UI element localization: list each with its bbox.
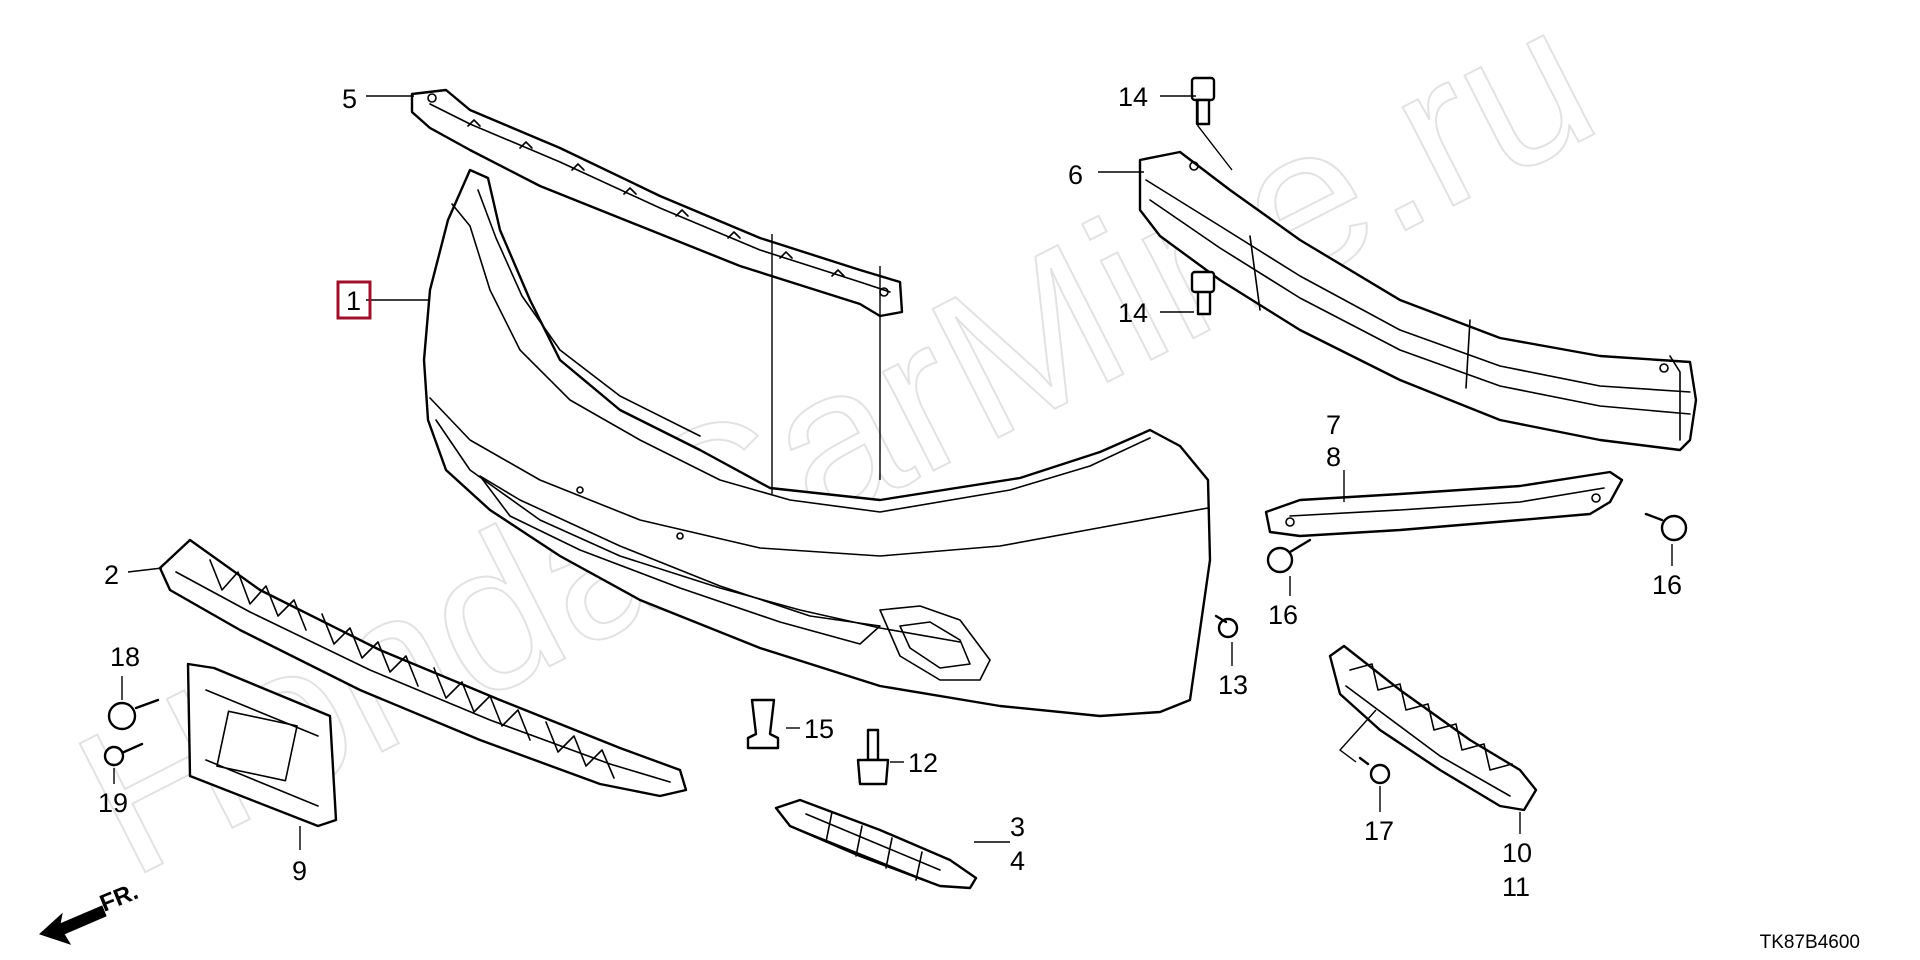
- part-3-4-fog-garnish[interactable]: [774, 798, 978, 890]
- part-10-11-side-spacer[interactable]: [1328, 644, 1538, 812]
- callout-19[interactable]: 19: [98, 788, 128, 818]
- bolt-14-lower[interactable]: [1190, 270, 1216, 316]
- callout-2[interactable]: 2: [104, 560, 119, 590]
- bolt-16-right[interactable]: [1644, 512, 1688, 542]
- callout-1-highlight-box: [336, 280, 372, 320]
- callout-3[interactable]: 3: [1010, 812, 1025, 842]
- bolt-14-upper[interactable]: [1190, 76, 1216, 126]
- callout-16b[interactable]: 16: [1652, 570, 1682, 600]
- part-2-lower-grille[interactable]: [158, 538, 688, 798]
- diagram-code: TK87B4600: [1760, 932, 1860, 953]
- callout-14a[interactable]: 14: [1118, 82, 1148, 112]
- callout-14b[interactable]: 14: [1118, 298, 1148, 328]
- bolt-12[interactable]: [856, 728, 890, 786]
- part-1-bumper-face[interactable]: [422, 168, 1212, 718]
- screw-17[interactable]: [1358, 756, 1391, 785]
- bolt-16-left[interactable]: [1266, 538, 1312, 574]
- callout-15[interactable]: 15: [804, 714, 834, 744]
- callout-7[interactable]: 7: [1326, 410, 1341, 440]
- clip-15[interactable]: [746, 698, 780, 750]
- part-7-8-side-stay[interactable]: [1264, 470, 1624, 538]
- callout-6[interactable]: 6: [1068, 160, 1083, 190]
- part-5-upper-rail[interactable]: [410, 88, 904, 318]
- bolt-18[interactable]: [107, 698, 160, 731]
- callout-16a[interactable]: 16: [1268, 600, 1298, 630]
- callout-1[interactable]: 1: [346, 286, 361, 316]
- front-direction-arrow: FR.: [39, 878, 142, 945]
- callout-8[interactable]: 8: [1326, 442, 1341, 472]
- callout-12[interactable]: 12: [908, 748, 938, 778]
- callout-13[interactable]: 13: [1218, 670, 1248, 700]
- callout-10[interactable]: 10: [1502, 838, 1532, 868]
- screw-13[interactable]: [1214, 614, 1239, 639]
- part-9-license-bracket[interactable]: [186, 662, 338, 828]
- arrow-left-icon: [39, 905, 107, 945]
- part-6-bumper-beam[interactable]: [1138, 150, 1698, 452]
- callouts: 1 2 3 4 5 6 7 8 9 10 11 12 13 14 14 15 1…: [98, 82, 1682, 902]
- callout-18[interactable]: 18: [110, 642, 140, 672]
- leader-lines: [113, 95, 1673, 850]
- callout-17[interactable]: 17: [1364, 816, 1394, 846]
- callout-5[interactable]: 5: [342, 84, 357, 114]
- fasteners[interactable]: [103, 76, 1688, 786]
- screw-19[interactable]: [103, 742, 144, 767]
- callout-4[interactable]: 4: [1010, 846, 1025, 876]
- callout-11[interactable]: 11: [1502, 872, 1530, 902]
- callout-9[interactable]: 9: [292, 856, 307, 886]
